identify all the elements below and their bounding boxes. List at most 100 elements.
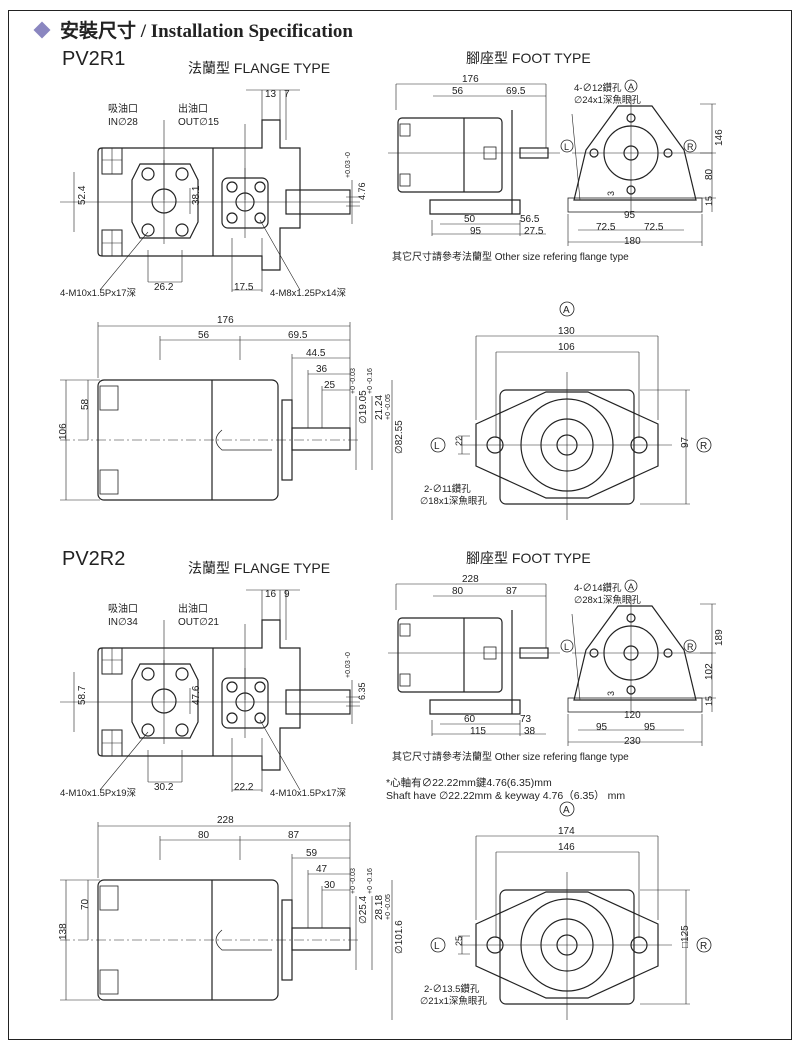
dim-keyway: 6.35 [357, 682, 367, 700]
foot-dim-center: 102 [704, 663, 715, 680]
pilot-diameter: ∅82.55 [394, 420, 405, 454]
end-dim-outer: 130 [558, 326, 575, 337]
foot-dim-a: 80 [452, 586, 464, 597]
marker-l: L [564, 642, 569, 652]
end-view [458, 335, 690, 520]
end-view [458, 835, 690, 1020]
foot-holes-spec: 4-∅14鑽孔 [574, 582, 622, 594]
foot-side-view [388, 583, 560, 736]
foot-counterbore-spec: ∅24x1深魚眼孔 [574, 94, 641, 106]
dim-keyway: 4.76 [357, 182, 367, 200]
side-dim-center: 58 [80, 398, 91, 410]
section-header: 安裝尺寸 / Installation Specification [33, 16, 353, 43]
inlet-bolt-spec: 4-M10x1.5Px19深 [60, 788, 137, 799]
side-dim-e: 25 [324, 380, 336, 391]
outlet-bolt-spec: 4-M10x1.5Px17深 [270, 788, 347, 799]
end-marker-l: L [434, 941, 440, 952]
foot-holes-spec: 4-∅12鑽孔 [574, 82, 622, 94]
foot-dim-hole-r: 95 [644, 722, 656, 733]
foot-dim-center: 80 [704, 168, 715, 180]
foot-dim-hole-l: 95 [596, 722, 608, 733]
key-tolerance: +0 -0.16 [367, 868, 374, 894]
foot-dim-hole-r: 72.5 [644, 222, 664, 233]
end-counterbore-spec: ∅18x1深魚眼孔 [420, 495, 487, 507]
key-height: 21.24 [374, 395, 385, 420]
end-marker-r-icon [696, 937, 712, 953]
foot-side-view [388, 83, 560, 236]
side-dim-total: 228 [217, 815, 234, 826]
end-dim-body: 97 [680, 436, 691, 448]
foot-dim-c: 60 [464, 714, 476, 725]
side-dim-a: 56 [198, 330, 210, 341]
dim-outlet-bolt: 22.2 [234, 782, 254, 793]
pilot-tolerance: +0 -0.05 [385, 394, 392, 420]
foot-dim-height: 189 [714, 629, 725, 646]
foot-dim-base: 15 [704, 196, 714, 206]
foot-note: 其它尺寸請參考法蘭型 Other size refering flange ty… [392, 250, 629, 263]
end-marker-a: A [563, 305, 570, 316]
dim-keyway-tol: +0.03 -0 [345, 652, 352, 678]
side-dim-total: 176 [217, 315, 234, 326]
side-dim-height: 138 [58, 923, 69, 940]
side-dim-b: 69.5 [288, 330, 308, 341]
marker-a: A [628, 582, 634, 592]
flange-type-label: 法蘭型 FLANGE TYPE [188, 560, 331, 576]
pv2r1-block: PV2R1 法蘭型 FLANGE TYPE 腳座型 FOOT TYPE [58, 48, 725, 520]
end-marker-r-icon [696, 437, 712, 453]
side-dim-c: 44.5 [306, 348, 326, 359]
foot-dim-total: 228 [462, 574, 479, 585]
side-dim-center: 70 [80, 898, 91, 910]
foot-type-label: 腳座型 FOOT TYPE [466, 50, 591, 66]
view-marker-r-icon [683, 139, 697, 153]
dim-outlet-bolt: 17.5 [234, 282, 254, 293]
foot-dim-e: 73 [520, 714, 532, 725]
end-dim-body: □125 [680, 925, 691, 948]
foot-front-view [567, 96, 716, 246]
end-marker-r: R [700, 441, 707, 452]
outlet-size: OUT∅15 [178, 117, 219, 128]
shaft-diameter: ∅19.05 [358, 390, 369, 424]
marker-r: R [687, 642, 694, 652]
flange-type-label: 法蘭型 FLANGE TYPE [188, 60, 331, 76]
side-view [60, 322, 393, 520]
shaft-tolerance: +0 -0.03 [350, 368, 357, 394]
shaft-diameter: ∅25.4 [358, 895, 369, 924]
end-dim-holes: 106 [558, 342, 575, 353]
marker-l: L [564, 142, 569, 152]
drawing: 吸油口 IN∅28 出油口 OUT∅15 13 7 52.4 38.1 26.2… [58, 74, 725, 520]
end-marker-a: A [563, 805, 570, 816]
inlet-cn: 吸油口 [108, 602, 138, 615]
inlet-cn: 吸油口 [108, 102, 138, 115]
dim-inlet-pcd: 58.7 [77, 685, 88, 705]
foot-dim-f: 38 [524, 726, 536, 737]
outlet-cn: 出油口 [178, 602, 208, 615]
end-dim-holes: 146 [558, 842, 575, 853]
side-dim-b: 87 [288, 830, 300, 841]
end-marker-l: L [434, 441, 440, 452]
outlet-bolt-spec: 4-M8x1.25Px14深 [270, 288, 347, 299]
side-dim-d: 36 [316, 364, 328, 375]
end-marker-l-icon [430, 937, 446, 953]
inlet-size: IN∅34 [108, 617, 138, 628]
key-height: 28.18 [374, 895, 385, 920]
foot-dim-hole-l: 72.5 [596, 222, 616, 233]
section-title: 安裝尺寸 / Installation Specification [60, 21, 353, 42]
dim-inlet-bolt: 30.2 [154, 782, 174, 793]
foot-dim-width: 180 [624, 236, 641, 247]
end-counterbore-spec: ∅21x1深魚眼孔 [420, 995, 487, 1007]
side-dim-a: 80 [198, 830, 210, 841]
shaft-tolerance: +0 -0.03 [350, 868, 357, 894]
outlet-cn: 出油口 [178, 102, 208, 115]
view-marker-r-icon [683, 639, 697, 653]
foot-dim-recess-w: 120 [624, 710, 641, 721]
foot-note: 其它尺寸請參考法蘭型 Other size refering flange ty… [392, 750, 629, 763]
foot-front-view [567, 596, 716, 746]
model-name: PV2R2 [62, 548, 126, 570]
dim-flange-thick: 16 [265, 589, 277, 600]
dim-keyway-tol: +0.03 -0 [345, 152, 352, 178]
view-marker-a-icon [624, 579, 638, 593]
side-view [60, 822, 393, 1020]
side-dim-height: 106 [58, 423, 69, 440]
pilot-tolerance: +0 -0.05 [385, 894, 392, 920]
dim-pilot-len: 9 [284, 589, 290, 600]
